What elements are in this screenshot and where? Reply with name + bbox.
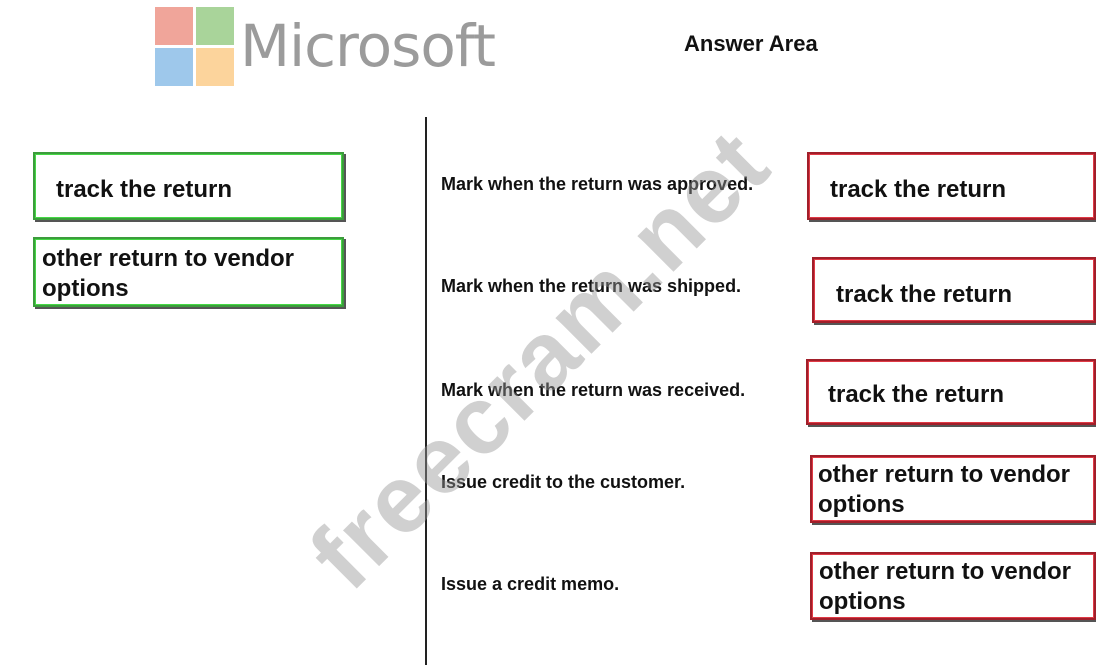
logo-wordmark: Microsoft	[240, 12, 496, 80]
answer-slot-approved[interactable]: track the return	[807, 152, 1096, 220]
answer-slot-shipped[interactable]: track the return	[812, 257, 1096, 323]
logo-square-yellow	[196, 47, 234, 86]
logo-square-green	[196, 6, 234, 45]
option-track-the-return[interactable]: track the return	[33, 152, 344, 220]
microsoft-logo-mark	[155, 6, 234, 86]
logo-square-blue	[155, 47, 193, 86]
logo-square-red	[155, 6, 193, 45]
task-label-issue-credit: Issue credit to the customer.	[441, 472, 686, 492]
task-label-approved: Mark when the return was approved.	[441, 174, 754, 194]
column-divider	[425, 117, 427, 665]
answer-slot-credit-memo[interactable]: other return to vendor options	[810, 552, 1096, 620]
answer-slot-received[interactable]: track the return	[806, 359, 1096, 425]
microsoft-logo: Microsoft	[155, 6, 496, 86]
option-other-return-to-vendor-options[interactable]: other return to vendor options	[33, 237, 344, 307]
answer-slot-issue-credit[interactable]: other return to vendor options	[810, 455, 1096, 523]
task-label-received: Mark when the return was received.	[441, 380, 746, 400]
answer-area-title: Answer Area	[684, 31, 818, 56]
task-label-shipped: Mark when the return was shipped.	[441, 276, 742, 296]
task-label-credit-memo: Issue a credit memo.	[441, 574, 620, 594]
